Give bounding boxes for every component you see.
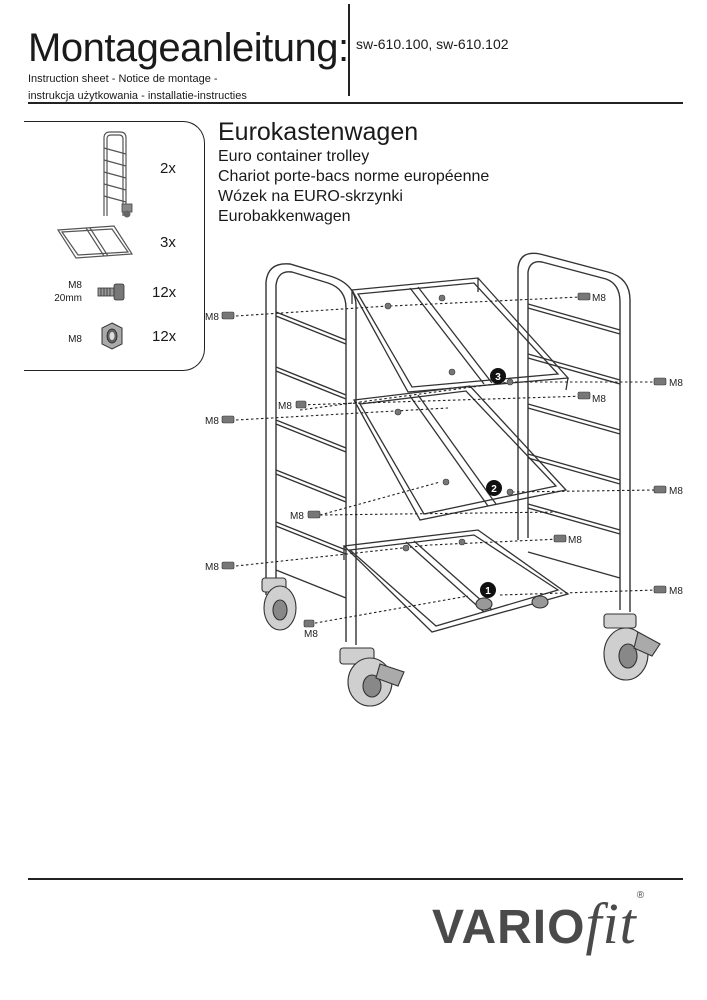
hex-nut-icon (101, 322, 123, 350)
bolt-label: M8 (592, 394, 606, 405)
shelf-3 (350, 277, 570, 393)
step-markers (480, 368, 506, 598)
part-label-3: M8 (68, 280, 82, 291)
bolt-label: M8 (205, 562, 219, 573)
bolt-markers (221, 292, 667, 628)
part-quantity-3: 12x (152, 284, 177, 301)
assembly-diagram: 3 2 1 M8 M8 M8 M8 M8 M8 M8 M8 M8 M8 M8 M… (205, 252, 683, 707)
bolt-label: M8 (205, 312, 219, 323)
part-quantity-1: 2x (160, 160, 176, 177)
parts-list-box (24, 121, 205, 371)
shelf-1 (342, 529, 570, 633)
footer-rule (28, 878, 683, 880)
shelf-2 (352, 385, 568, 521)
bolt-label: M8 (669, 378, 683, 389)
page-title: Montageanleitung: (28, 26, 349, 70)
bolt-label: M8 (205, 416, 219, 427)
caster-wheels (261, 577, 661, 707)
header-rule (28, 102, 683, 104)
part-sublabel-3: 20mm (54, 293, 82, 304)
step-marker-2 (486, 480, 502, 496)
bolt-label: M8 (278, 401, 292, 412)
variofit-logo: VARIOfit® (432, 890, 644, 957)
article-numbers: sw-610.100, sw-610.102 (356, 36, 509, 52)
product-name-en: Euro container trolley (218, 148, 370, 165)
bolt-label: M8 (669, 586, 683, 597)
step-label-2: 2 (491, 484, 497, 495)
bolt-label: M8 (304, 629, 318, 640)
right-side-frame (517, 252, 631, 612)
product-name-fr: Chariot porte-bacs norme européenne (218, 168, 490, 185)
left-side-frame (265, 263, 357, 645)
bolt-label: M8 (592, 293, 606, 304)
logo-text-vario: VARIO (432, 901, 586, 954)
product-name-de: Eurokastenwagen (218, 118, 419, 146)
step-marker-3 (490, 368, 506, 384)
product-name-pl: Wózek na EURO-skrzynki (218, 188, 403, 205)
side-frame-icon (103, 131, 133, 218)
shelf-rail-frame-icon (56, 225, 134, 259)
product-name-nl: Eurobakkenwagen (218, 208, 351, 225)
header-divider (348, 4, 350, 96)
bolt-label: M8 (568, 535, 582, 546)
step-marker-1 (480, 582, 496, 598)
bolt-guide-lines (235, 296, 657, 625)
logo-text-fit: fit (585, 891, 637, 956)
part-quantity-4: 12x (152, 328, 177, 345)
bolt-labels: M8 M8 M8 M8 M8 M8 M8 M8 M8 M8 M8 M8 (205, 293, 683, 640)
step-label-3: 3 (495, 372, 501, 383)
registered-mark: ® (636, 890, 645, 901)
bolt-label: M8 (290, 511, 304, 522)
screw-icon (97, 283, 125, 301)
subtitle-line-2: instrukcja użytkowania - installatie-ins… (28, 90, 247, 102)
part-label-4: M8 (68, 334, 82, 345)
part-quantity-2: 3x (160, 234, 176, 251)
subtitle-line-1: Instruction sheet - Notice de montage - (28, 73, 218, 85)
bolt-label: M8 (669, 486, 683, 497)
step-label-1: 1 (485, 586, 491, 597)
